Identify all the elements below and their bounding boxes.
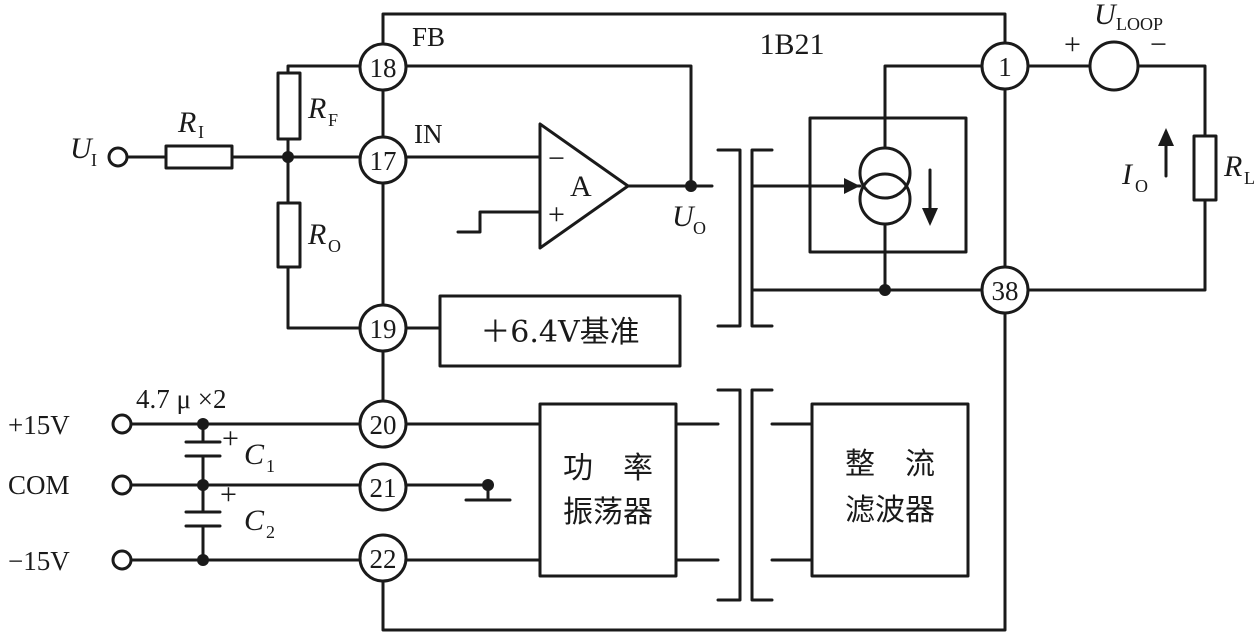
svg-text:17: 17 xyxy=(370,146,397,176)
uloop-minus: − xyxy=(1150,28,1167,61)
reference-label: ＋6.4V基准 xyxy=(480,315,639,350)
ui-label: U I xyxy=(70,132,97,170)
amp-label: A xyxy=(570,170,592,203)
pos15v-label: +15V xyxy=(8,410,70,440)
resistor-rl xyxy=(1192,134,1218,202)
neg15v-label: −15V xyxy=(8,546,70,576)
svg-text:LOOP: LOOP xyxy=(1116,14,1163,34)
svg-text:O: O xyxy=(693,218,706,238)
svg-text:22: 22 xyxy=(370,544,397,574)
svg-text:19: 19 xyxy=(370,314,397,344)
uo-label: U O xyxy=(672,200,706,238)
svg-text:O: O xyxy=(328,236,341,256)
loop-output xyxy=(1026,40,1218,292)
rectifier-filter-block xyxy=(810,402,970,578)
amp-minus: − xyxy=(548,142,565,175)
ro-label: R O xyxy=(307,218,341,256)
svg-text:I: I xyxy=(91,150,97,170)
c2-label: C 2 + xyxy=(220,478,275,542)
pin-19: 19 xyxy=(358,303,408,353)
isolation-barrier-lower xyxy=(716,388,774,602)
svg-text:+: + xyxy=(220,478,237,511)
supply-network xyxy=(111,413,362,571)
svg-text:C: C xyxy=(244,504,265,537)
svg-text:R: R xyxy=(177,106,196,139)
current-source xyxy=(808,64,984,292)
oscillator-label-2: 振荡器 xyxy=(563,495,653,530)
resistor-ro xyxy=(276,201,302,269)
svg-text:R: R xyxy=(307,92,326,125)
svg-text:38: 38 xyxy=(992,276,1019,306)
isolation-barrier-upper xyxy=(716,148,774,328)
resistor-rf xyxy=(276,71,302,141)
rectifier-label-1: 整 流 xyxy=(845,447,935,482)
input-network xyxy=(107,64,362,330)
pin-20: 20 xyxy=(358,399,408,449)
chip-name-label: 1B21 xyxy=(759,28,824,61)
com-label: COM xyxy=(8,470,70,500)
loop-voltage-source xyxy=(1088,40,1140,92)
uloop-plus: + xyxy=(1064,28,1081,61)
svg-text:R: R xyxy=(1223,150,1242,183)
svg-text:20: 20 xyxy=(370,410,397,440)
io-label: I O xyxy=(1121,158,1148,196)
pin-38: 38 xyxy=(980,265,1030,315)
terminal-pos15v xyxy=(111,413,133,435)
pin-22: 22 xyxy=(358,533,408,583)
oscillator-label-1: 功 率 xyxy=(563,451,653,486)
terminal-neg15v xyxy=(111,549,133,571)
op-amp-a xyxy=(456,122,714,250)
c1-label: C 1 + xyxy=(222,422,275,476)
ri-label: R I xyxy=(177,106,204,142)
rf-label: R F xyxy=(307,92,338,130)
pin-1: 1 xyxy=(980,41,1030,91)
resistor-ri xyxy=(164,144,234,170)
svg-text:21: 21 xyxy=(370,473,397,503)
svg-text:I: I xyxy=(1121,158,1134,191)
terminal-com xyxy=(111,474,133,496)
fb-label: FB xyxy=(412,22,445,52)
pin-18: 18 xyxy=(358,42,408,92)
chip-outline xyxy=(381,12,1007,632)
rectifier-label-2: 滤波器 xyxy=(845,493,935,528)
svg-text:U: U xyxy=(672,200,696,233)
pin-17: 17 xyxy=(358,135,408,185)
svg-text:U: U xyxy=(70,132,94,165)
svg-text:R: R xyxy=(307,218,326,251)
cap-value-label: 4.7 μ ×2 xyxy=(136,384,226,414)
in-label: IN xyxy=(414,119,443,149)
svg-text:I: I xyxy=(198,122,204,142)
pin-21: 21 xyxy=(358,462,408,512)
amp-plus: + xyxy=(548,198,565,231)
svg-text:18: 18 xyxy=(370,53,397,83)
svg-text:C: C xyxy=(244,438,265,471)
svg-text:U: U xyxy=(1094,0,1118,31)
svg-text:2: 2 xyxy=(266,522,275,542)
rl-label: R L xyxy=(1223,150,1255,188)
svg-text:1: 1 xyxy=(266,456,275,476)
uloop-label: U LOOP xyxy=(1094,0,1163,34)
svg-text:1: 1 xyxy=(998,52,1012,82)
svg-text:O: O xyxy=(1135,176,1148,196)
svg-text:F: F xyxy=(328,110,338,130)
svg-text:L: L xyxy=(1244,168,1255,188)
terminal-ui xyxy=(107,146,129,168)
svg-text:+: + xyxy=(222,422,239,455)
reference-block xyxy=(438,294,682,368)
power-oscillator-block xyxy=(538,402,678,578)
